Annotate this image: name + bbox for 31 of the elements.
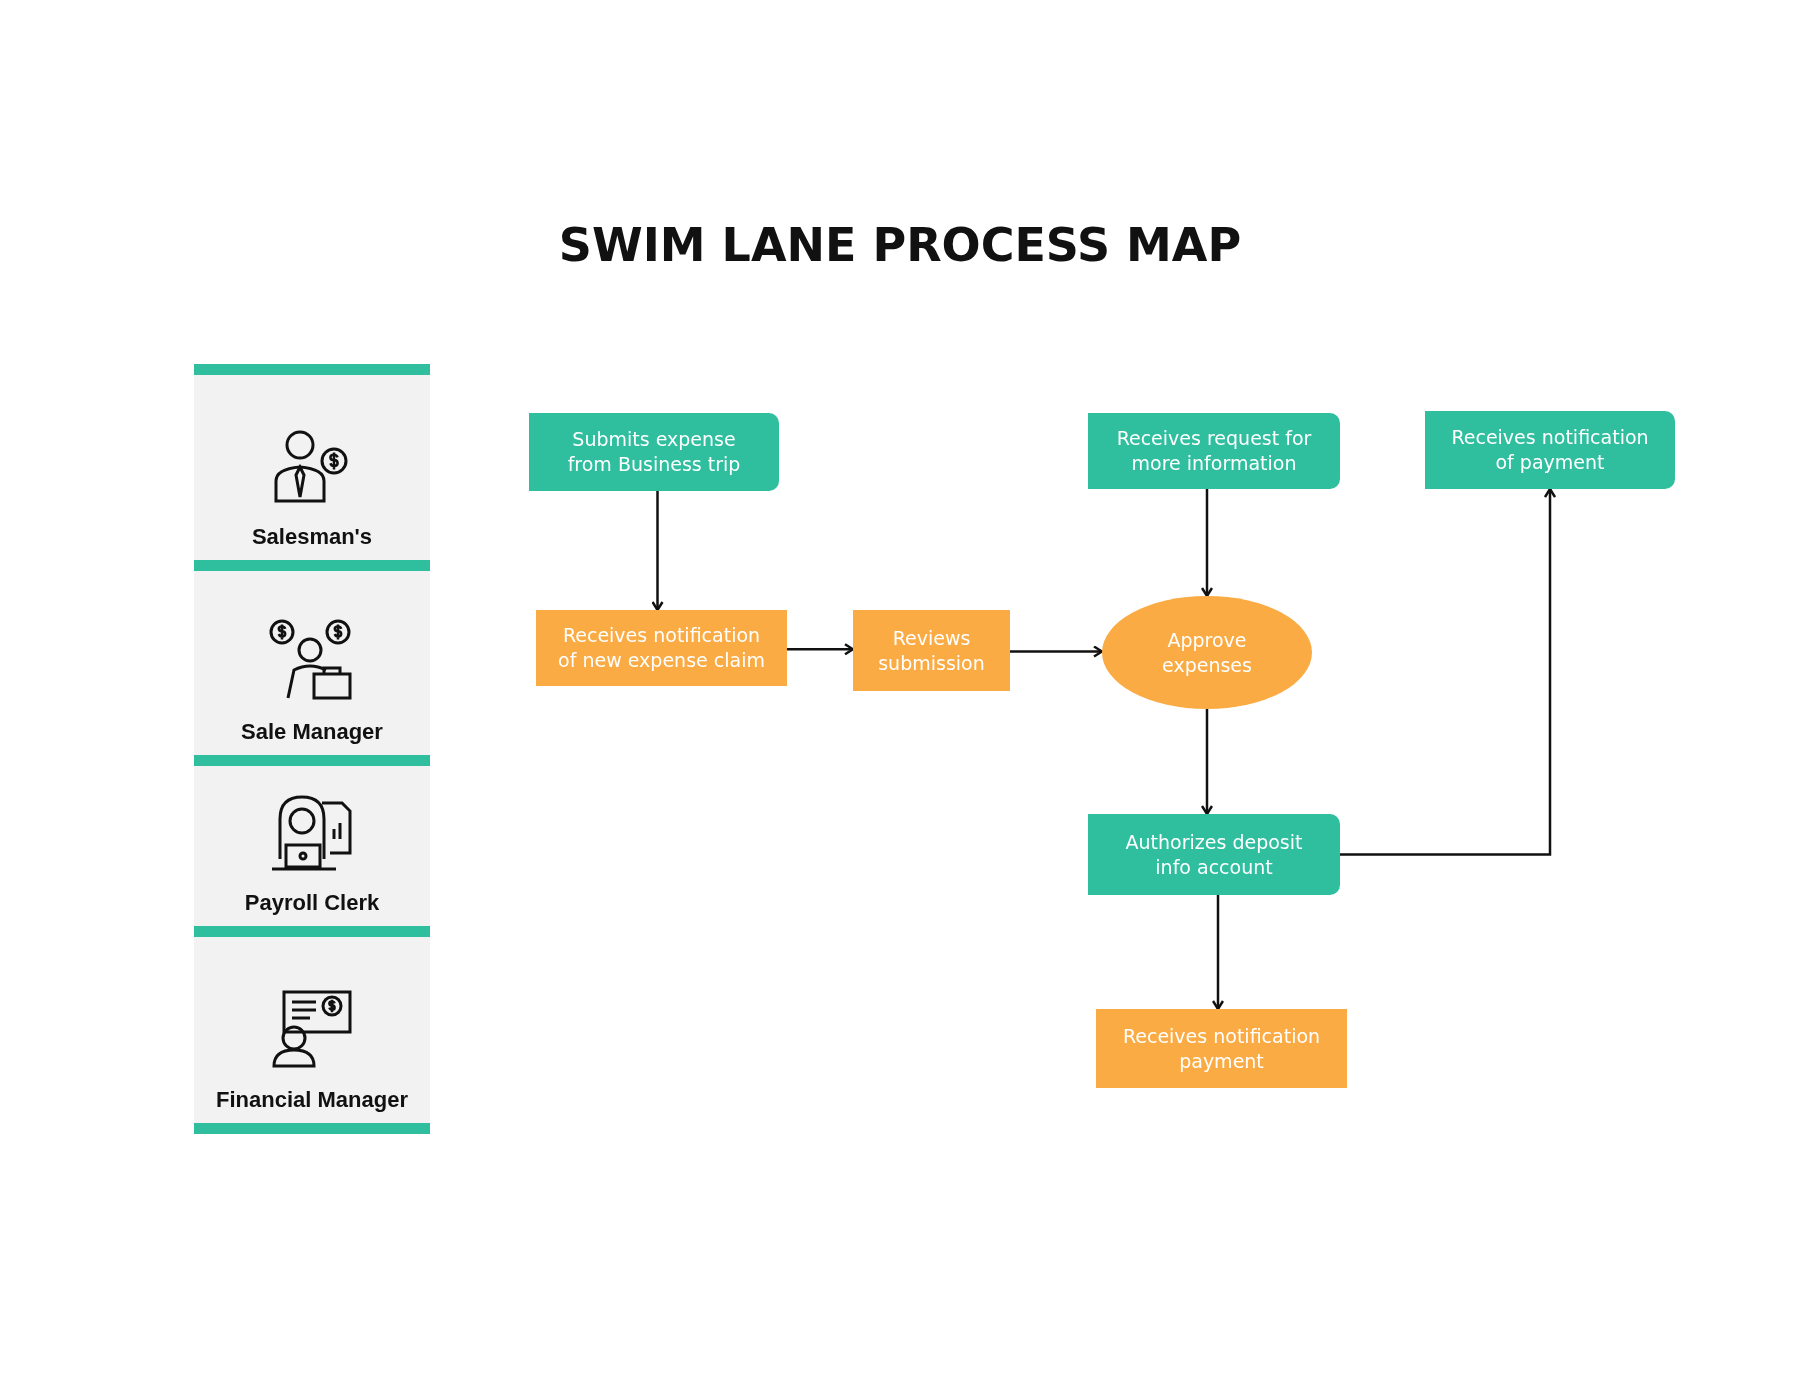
process-box — [853, 610, 1010, 691]
lane-label: Payroll Clerk — [244, 889, 380, 918]
process-box — [1088, 413, 1340, 489]
step-text: Authorizes deposit info account — [1124, 829, 1304, 880]
process-box — [529, 413, 779, 491]
lane-header — [194, 571, 430, 755]
lane-header — [194, 375, 430, 560]
lane-header — [194, 937, 430, 1123]
arrow — [1200, 489, 1214, 598]
arrow — [1340, 487, 1557, 856]
lane-header — [194, 766, 430, 926]
step-text: Receives request for more information — [1115, 426, 1313, 476]
step-text: Approve expenses — [1161, 627, 1253, 678]
lane-label: Financial Manager — [216, 1086, 408, 1115]
process-box — [1096, 1009, 1347, 1088]
process-box — [536, 610, 787, 686]
step-text: Receives notification payment — [1121, 1023, 1322, 1074]
title: SWIM LANE PROCESS MAP — [557, 218, 1243, 272]
process-box — [1425, 411, 1675, 489]
arrow — [651, 491, 664, 612]
process-box — [1088, 814, 1340, 895]
arrow — [787, 643, 855, 656]
arrow — [1010, 645, 1104, 658]
arrow — [1211, 895, 1225, 1011]
lane-label: Sale Manager — [241, 718, 383, 747]
step-text: Submits expense from Business trip — [566, 427, 742, 477]
step-text: Receives notification of new expense claim — [558, 623, 765, 673]
step-text: Reviews submission — [877, 625, 986, 676]
step-text: Receives notification of payment — [1450, 425, 1650, 475]
arrow — [1200, 709, 1214, 816]
lane-label: Salesman's — [251, 523, 373, 552]
